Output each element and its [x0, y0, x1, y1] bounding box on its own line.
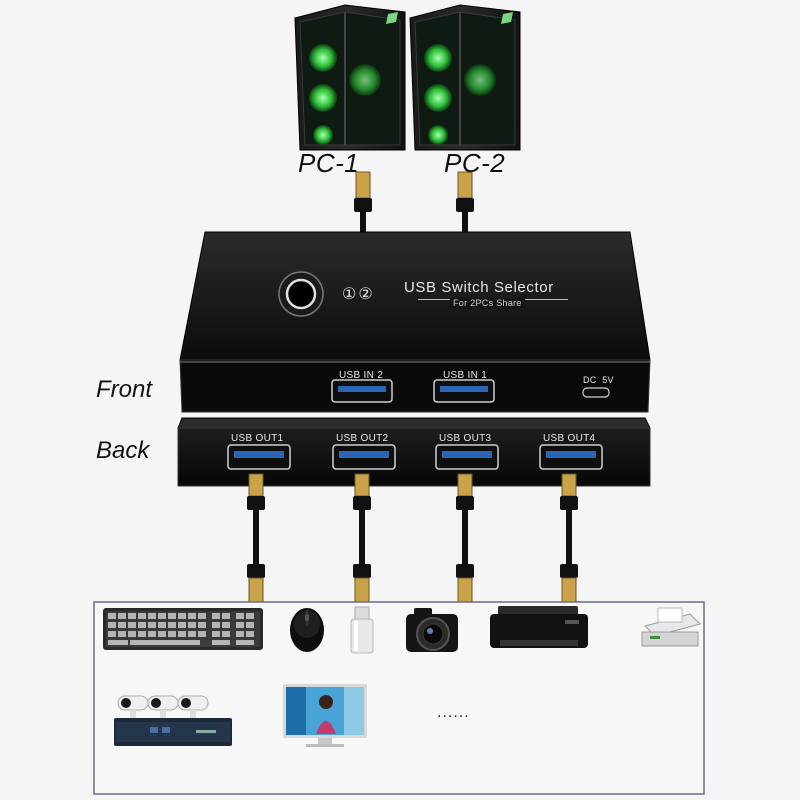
switch-front-module	[179, 231, 651, 413]
output-cable-1	[247, 473, 265, 603]
usb-out-3-port[interactable]	[435, 444, 499, 470]
pc-2-tower-icon	[409, 4, 521, 151]
pc-1-label: PC-1	[298, 148, 360, 178]
usb-in-2-label: USB IN 2	[339, 370, 384, 381]
selector-numbers: ①②	[342, 286, 375, 303]
usb-out-1-label: USB OUT1	[231, 433, 284, 444]
usb-out-2-port[interactable]	[332, 444, 396, 470]
usb-in-1-port[interactable]	[433, 379, 495, 403]
usb-out-3-label: USB OUT3	[439, 433, 492, 444]
camera-icon	[406, 608, 458, 652]
pc-2-label: PC-2	[444, 148, 506, 178]
more-devices-ellipsis: ......	[437, 704, 470, 721]
usb-in-2-port[interactable]	[331, 379, 393, 403]
mouse-icon	[290, 608, 324, 652]
scanner-icon	[641, 607, 701, 647]
output-cable-2	[353, 473, 371, 603]
dc-power-label: DC 5V	[583, 375, 614, 385]
usb-out-2-label: USB OUT2	[336, 433, 389, 444]
output-cable-3	[456, 473, 474, 603]
device-title: USB Switch Selector	[404, 279, 554, 296]
usb-out-4-label: USB OUT4	[543, 433, 596, 444]
output-cable-4	[560, 473, 578, 603]
keyboard-icon	[103, 608, 263, 650]
usb-drive-icon	[350, 606, 374, 654]
pc-1-tower-icon	[294, 4, 406, 151]
usb-out-4-port[interactable]	[539, 444, 603, 470]
monitor-icon	[283, 684, 367, 747]
nvr-camera-kit-icon	[114, 695, 232, 746]
printer-icon	[490, 606, 588, 648]
device-subtitle: For 2PCs Share	[450, 298, 525, 308]
back-label: Back	[96, 437, 150, 464]
dc-power-port[interactable]	[582, 387, 610, 398]
select-button[interactable]	[278, 271, 324, 317]
front-label: Front	[96, 376, 153, 403]
usb-in-1-label: USB IN 1	[443, 370, 488, 381]
usb-out-1-port[interactable]	[227, 444, 291, 470]
